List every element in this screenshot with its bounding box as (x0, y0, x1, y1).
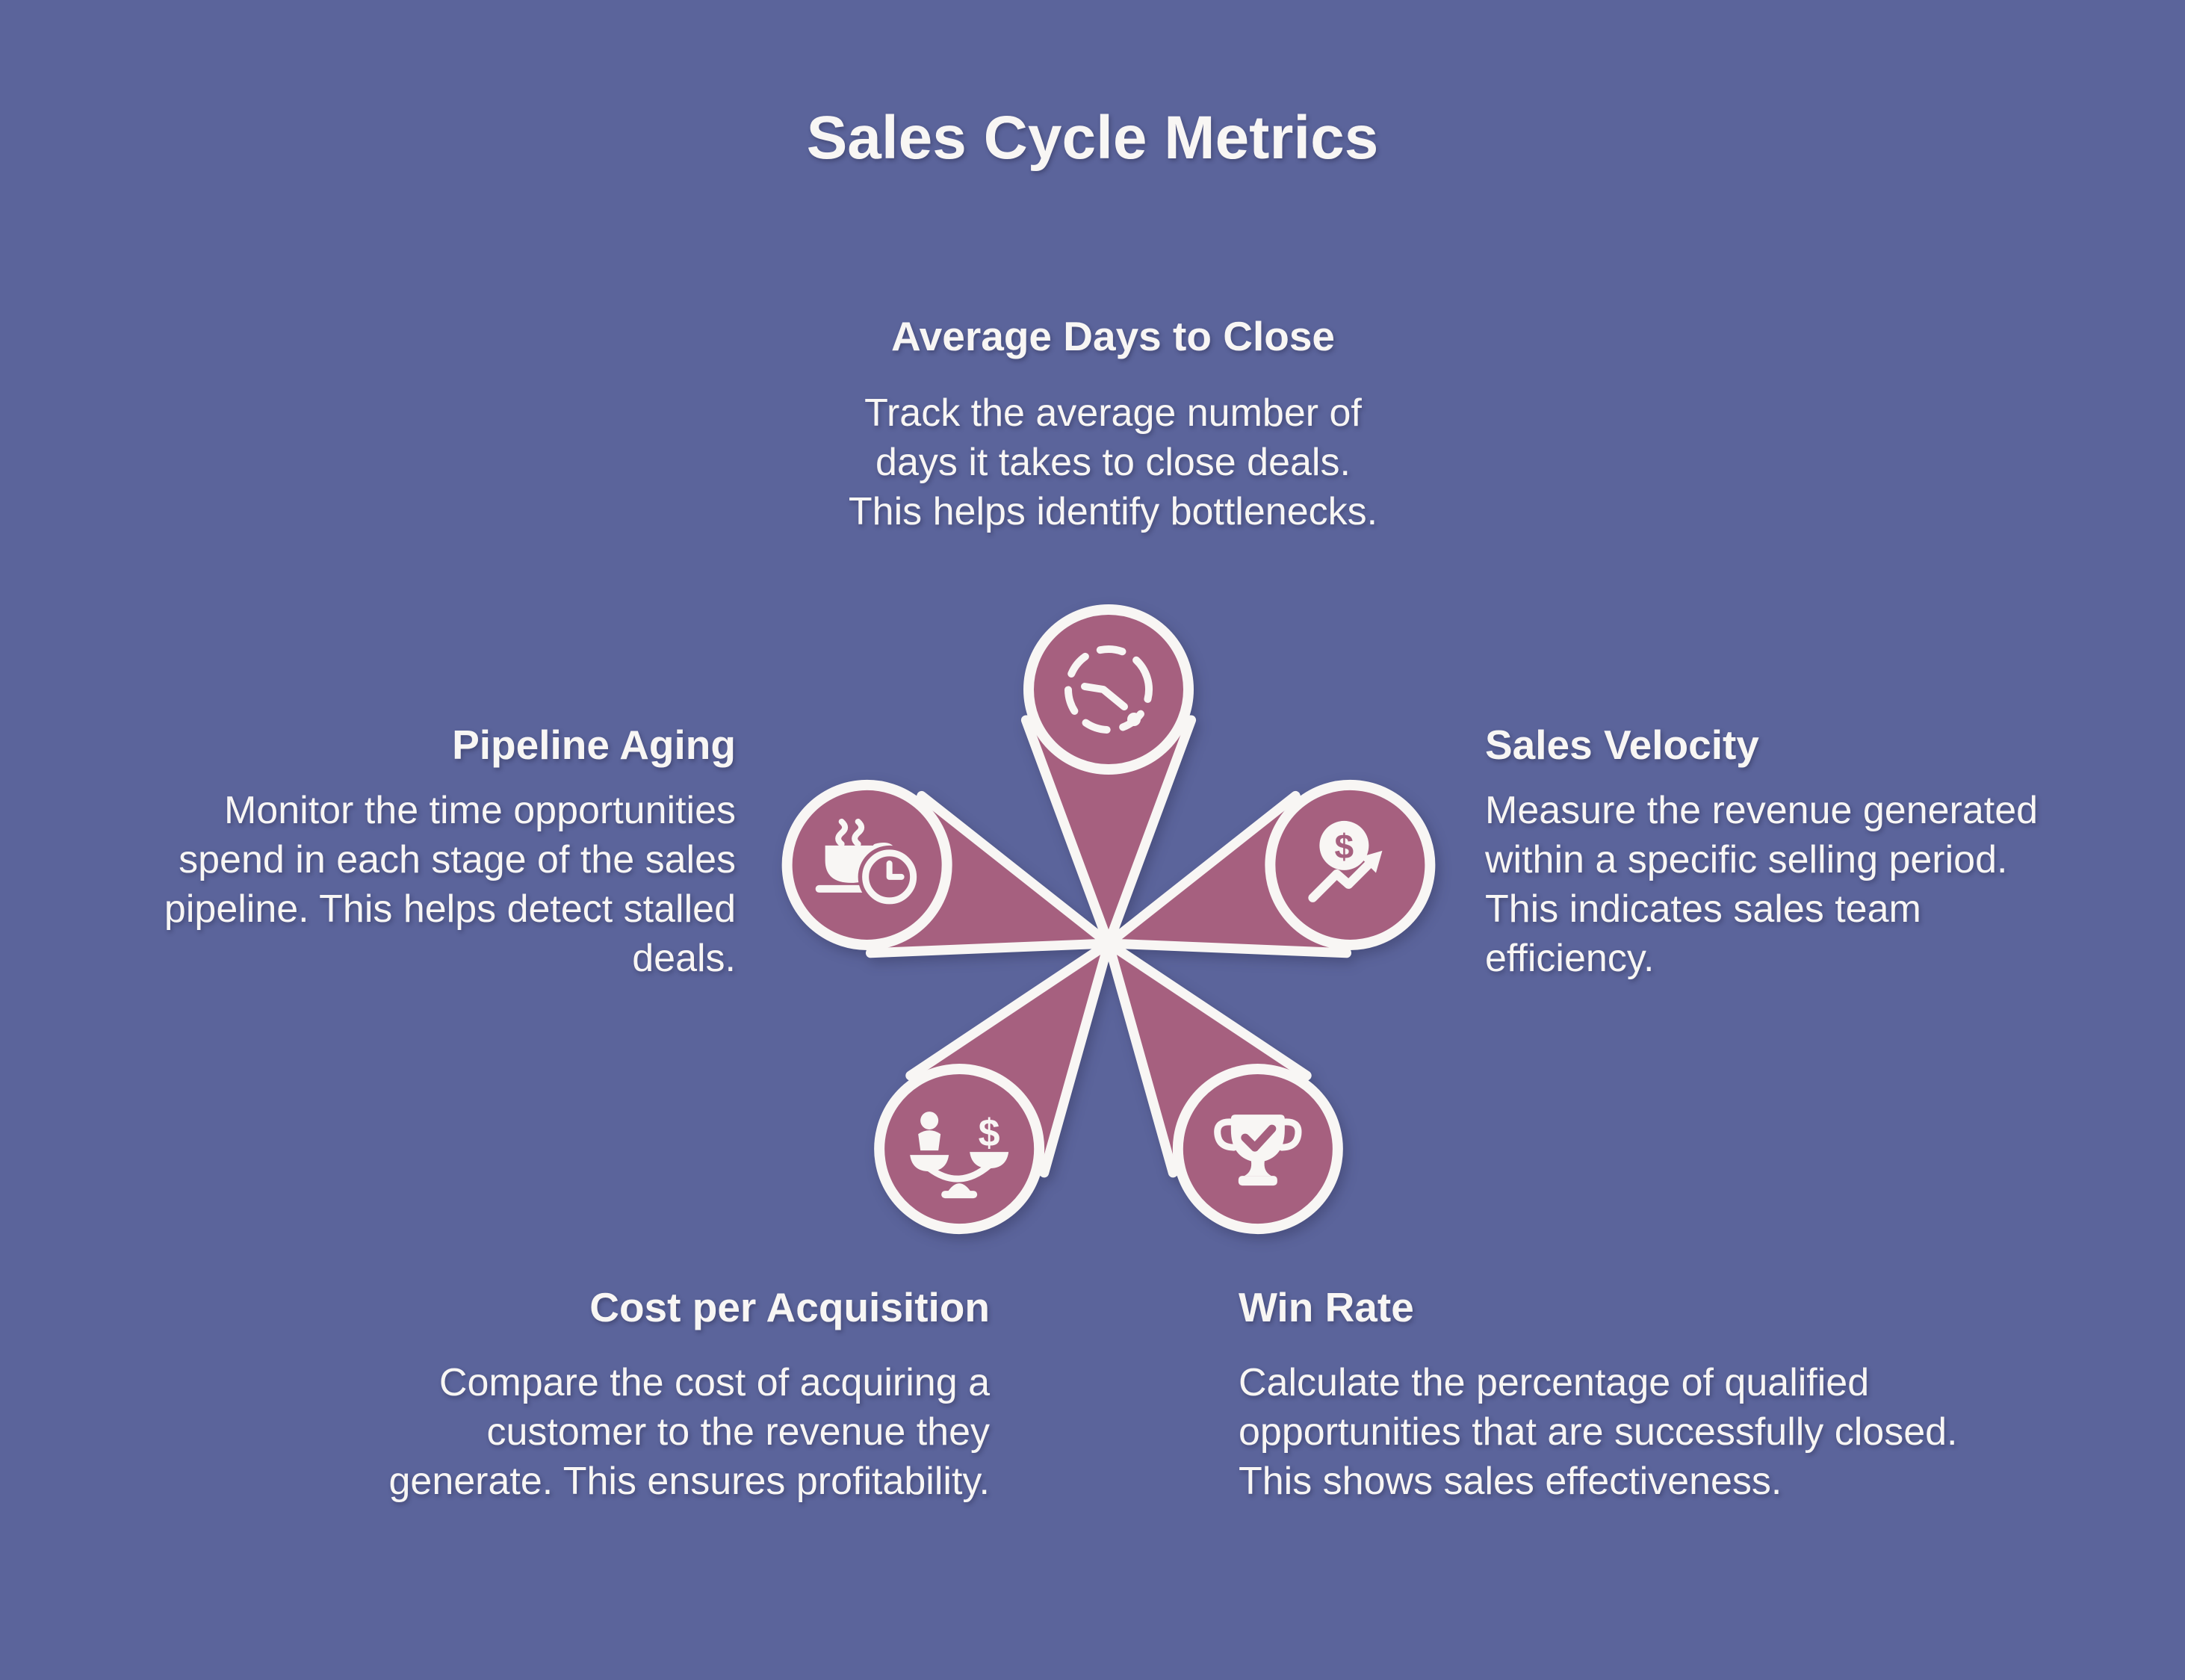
metric-block-average-days-to-close: Average Days to Close Track the average … (777, 311, 1449, 536)
metric-description-average-days-to-close: Track the average number of days it take… (848, 391, 1378, 533)
metric-heading-sales-velocity: Sales Velocity (1485, 722, 1759, 768)
metric-description-pipeline-aging: Monitor the time opportunities spend in … (164, 789, 736, 980)
metric-heading-average-days-to-close: Average Days to Close (890, 313, 1336, 359)
trophy-check-icon (1214, 1115, 1302, 1186)
petal-cost-per-acquisition: $ (874, 938, 1114, 1235)
coffee-clock-icon (815, 818, 921, 908)
dollar-growth-icon: $ (1308, 820, 1383, 902)
petal-circle (874, 1064, 1045, 1235)
metric-block-cost-per-acquisition: Cost per Acquisition Compare the cost of… (205, 1283, 990, 1506)
petal-average-days-to-close (1020, 604, 1197, 949)
petal-win-rate (1103, 938, 1343, 1235)
cost-balance-icon: $ (910, 1112, 1009, 1199)
metric-block-win-rate: Win Rate Calculate the percentage of qua… (1239, 1283, 2172, 1506)
dashed-clock-icon (1064, 645, 1153, 734)
petal-pipeline-aging (781, 779, 1114, 958)
metric-block-pipeline-aging: Pipeline Aging Monitor the time opportun… (4, 720, 736, 983)
svg-text:$: $ (979, 1112, 1000, 1155)
metric-heading-win-rate: Win Rate (1239, 1284, 1414, 1330)
metric-heading-pipeline-aging: Pipeline Aging (452, 722, 736, 768)
metric-heading-cost-per-acquisition: Cost per Acquisition (589, 1284, 990, 1330)
page-title: Sales Cycle Metrics (806, 104, 1379, 172)
metric-description-win-rate: Calculate the percentage of qualified op… (1239, 1361, 1958, 1503)
metric-description-sales-velocity: Measure the revenue generated within a s… (1485, 789, 2039, 980)
metric-description-cost-per-acquisition: Compare the cost of acquiring a customer… (388, 1361, 990, 1503)
metric-block-sales-velocity: Sales Velocity Measure the revenue gener… (1485, 720, 2180, 983)
svg-text:$: $ (1335, 827, 1354, 866)
petal-sales-velocity: $ (1103, 779, 1436, 958)
sales-cycle-flower: $ $ (781, 604, 1436, 1235)
